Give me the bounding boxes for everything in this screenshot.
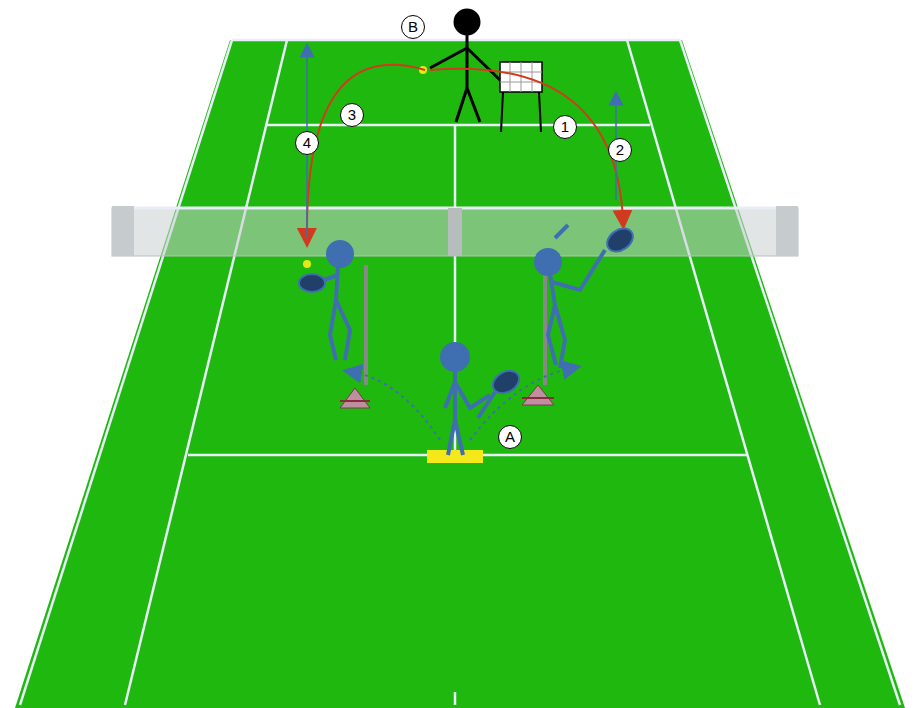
ball-path [430,69,623,220]
racket [603,224,637,256]
racket-handle [478,392,495,418]
callout-number: 3 [340,103,364,127]
callout-number: A [498,425,522,449]
move-path [352,372,440,440]
player [318,242,352,360]
callout-number: B [401,15,425,39]
player [536,225,605,368]
court-lines [20,40,900,705]
net [112,206,798,256]
start-marker [427,450,483,463]
callout-number: 1 [553,115,577,139]
ball-path [307,65,425,238]
move-path [470,368,572,440]
pole-and-cone [340,265,554,408]
callout-number: 2 [608,138,632,162]
coach-figure [430,10,500,122]
callout-number: 4 [295,131,319,155]
player [442,344,490,455]
racket [299,274,325,292]
court-surface [15,40,905,708]
ball [303,260,311,268]
